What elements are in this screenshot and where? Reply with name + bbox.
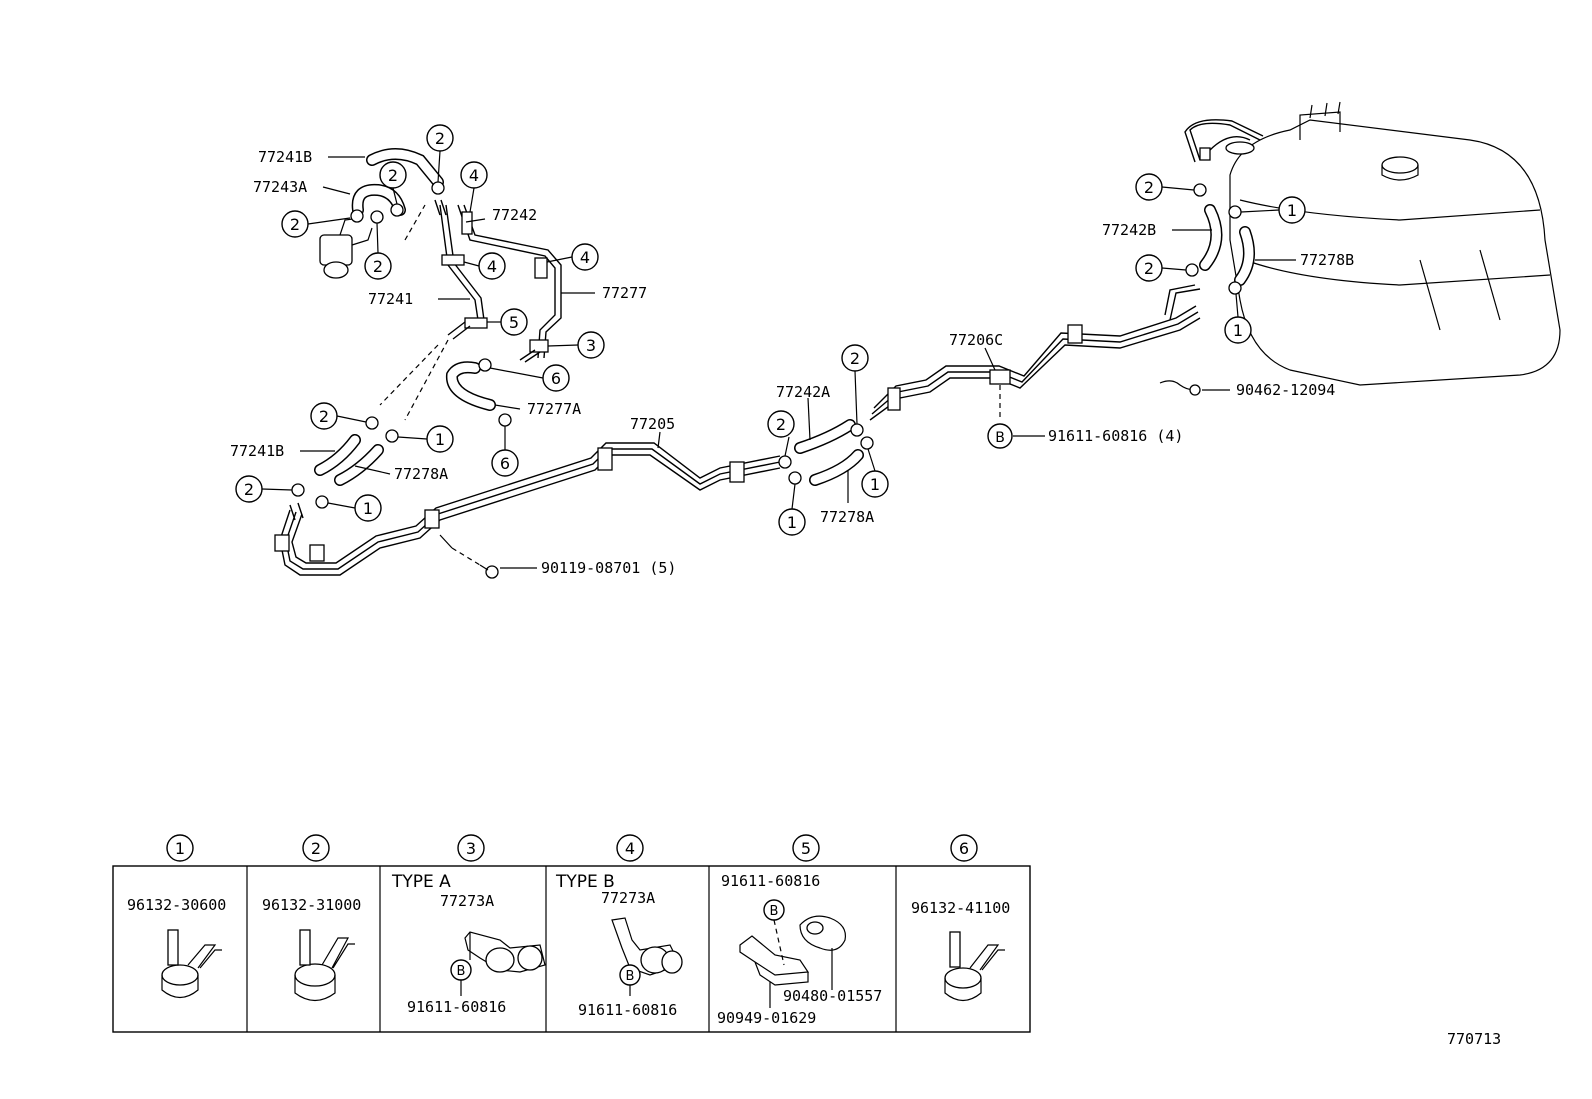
main-fuel-tubes: [274, 183, 1255, 579]
bracket-type-b-icon: [611, 917, 683, 976]
svg-text:6: 6: [959, 839, 969, 858]
svg-text:90949-01629: 90949-01629: [717, 1009, 816, 1027]
svg-text:TYPE A: TYPE A: [391, 872, 451, 892]
svg-text:2: 2: [850, 349, 860, 368]
callouts: 2 2 2 2 4 4 4 5 3 6 6 2 1 2 1 2 1 2: [235, 124, 1306, 536]
callout-6: [542, 364, 570, 392]
svg-text:B: B: [995, 430, 1005, 446]
part-labels: 77241B 77243A 77242 77277 77241 77277A 7…: [230, 148, 1354, 577]
svg-text:2: 2: [311, 839, 321, 858]
svg-text:4: 4: [469, 166, 479, 185]
svg-text:2: 2: [388, 166, 398, 185]
svg-text:B: B: [457, 964, 466, 979]
svg-text:91611-60816: 91611-60816: [721, 872, 820, 890]
callout-B: [987, 423, 1013, 449]
label-77278A-left: 77278A: [394, 465, 448, 483]
svg-text:B: B: [626, 969, 635, 984]
svg-text:91611-60816: 91611-60816: [578, 1001, 677, 1019]
label-77277: 77277: [602, 284, 647, 302]
label-77243A: 77243A: [253, 178, 307, 196]
svg-text:2: 2: [1144, 259, 1154, 278]
svg-text:1: 1: [363, 499, 373, 518]
label-77205: 77205: [630, 415, 675, 433]
clamp-legend: 1 2 3 4 5 6 96132-30600 96132-31000 TYPE…: [112, 834, 1031, 1033]
svg-text:2: 2: [244, 480, 254, 499]
label-90462: 90462-12094: [1236, 381, 1335, 399]
label-77278B: 77278B: [1300, 251, 1354, 269]
svg-text:6: 6: [500, 454, 510, 473]
clamp-2-icon: [294, 929, 355, 1002]
svg-text:1: 1: [1233, 321, 1243, 340]
callout-2: [426, 124, 454, 152]
svg-text:90480-01557: 90480-01557: [783, 987, 882, 1005]
bracket-type-a-icon: [464, 931, 546, 973]
label-91611-60816-4: 91611-60816 (4): [1048, 427, 1183, 445]
svg-text:B: B: [770, 904, 779, 919]
label-77277A: 77277A: [527, 400, 581, 418]
label-77242A: 77242A: [776, 383, 830, 401]
label-77241B-top: 77241B: [258, 148, 312, 166]
label-77206C: 77206C: [949, 331, 1003, 349]
clamp-1-icon: [161, 929, 222, 999]
svg-text:96132-30600: 96132-30600: [127, 896, 226, 914]
callout-3: [577, 331, 605, 359]
svg-text:2: 2: [1144, 178, 1154, 197]
svg-text:2: 2: [319, 407, 329, 426]
svg-text:2: 2: [776, 415, 786, 434]
label-77242B: 77242B: [1102, 221, 1156, 239]
svg-text:3: 3: [466, 839, 476, 858]
svg-text:3: 3: [586, 336, 596, 355]
svg-text:4: 4: [487, 257, 497, 276]
svg-text:2: 2: [373, 257, 383, 276]
svg-text:77273A: 77273A: [601, 889, 655, 907]
label-77278A-mid: 77278A: [820, 508, 874, 526]
svg-text:4: 4: [580, 248, 590, 267]
clamp-6-icon: [944, 931, 1005, 1002]
svg-text:4: 4: [625, 839, 635, 858]
callout-1: [426, 425, 454, 453]
svg-text:1: 1: [175, 839, 185, 858]
svg-text:96132-31000: 96132-31000: [262, 896, 361, 914]
svg-text:96132-41100: 96132-41100: [911, 899, 1010, 917]
fuel-tank: [1184, 101, 1561, 386]
svg-text:91611-60816: 91611-60816: [407, 998, 506, 1016]
svg-text:1: 1: [870, 475, 880, 494]
callout-5: [500, 308, 528, 336]
callout-4: [460, 161, 488, 189]
svg-text:5: 5: [509, 313, 519, 332]
svg-text:1: 1: [435, 430, 445, 449]
svg-text:1: 1: [1287, 201, 1297, 220]
figure-code: 770713: [1447, 1030, 1501, 1048]
clip-5-icon: [739, 915, 847, 986]
svg-text:2: 2: [290, 215, 300, 234]
label-77241: 77241: [368, 290, 413, 308]
svg-text:5: 5: [801, 839, 811, 858]
svg-text:2: 2: [435, 129, 445, 148]
label-77241B-low: 77241B: [230, 442, 284, 460]
svg-text:1: 1: [787, 513, 797, 532]
svg-text:77273A: 77273A: [440, 892, 494, 910]
svg-text:6: 6: [551, 369, 561, 388]
label-77242: 77242: [492, 206, 537, 224]
label-90119: 90119-08701 (5): [541, 559, 676, 577]
svg-text:TYPE B: TYPE B: [555, 872, 615, 892]
